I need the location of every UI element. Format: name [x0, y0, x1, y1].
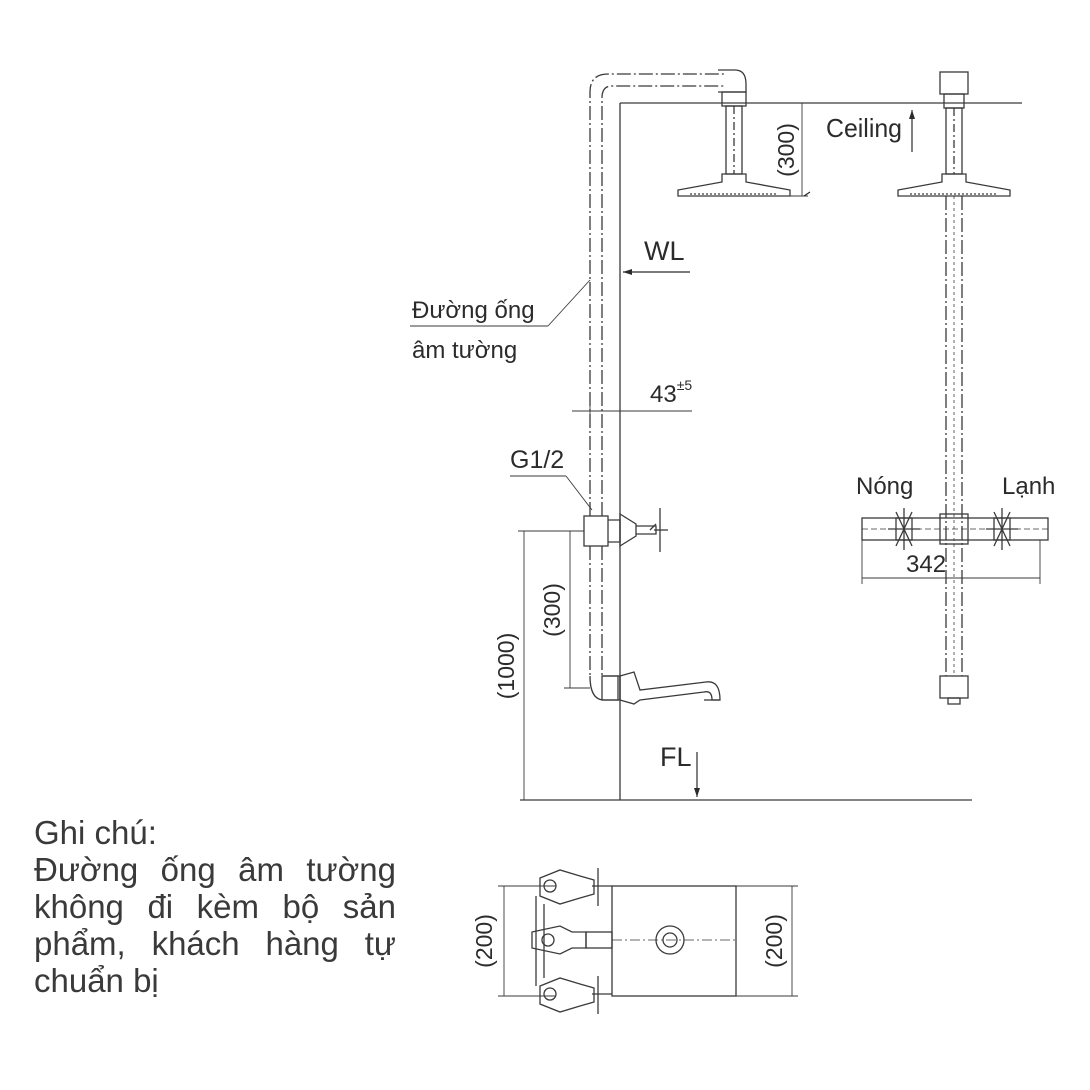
plan-valve-top [539, 869, 595, 905]
note-body: Đường ống âm tường không đi kèm bộ sản p… [34, 851, 396, 999]
plan-spout-outlet [655, 925, 685, 955]
pipe-label-line1: Đường ống [412, 297, 535, 324]
hot-label: Nóng [856, 473, 913, 500]
pipe-label-line2: âm tường [412, 337, 517, 364]
front-shower-head [897, 173, 1011, 197]
pipe-leader [547, 279, 591, 327]
plan-view [498, 868, 798, 1014]
dim-300-top-label: (300) [773, 123, 799, 177]
cold-label: Lạnh [1002, 473, 1055, 500]
ceiling-flange [721, 91, 747, 107]
front-view [861, 71, 1049, 705]
valve-bonnet-side [619, 512, 637, 548]
front-ceiling-flange [939, 71, 969, 95]
labels: Ceiling WL Đường ống âm tường 43±5 G1/2 … [412, 113, 1055, 968]
dim-43-tolerance: ±5 [677, 377, 693, 393]
g12-label: G1/2 [510, 446, 564, 474]
wl-label: WL [644, 236, 685, 266]
dim-342-label: 342 [906, 551, 946, 578]
hot-valve [888, 508, 920, 550]
ceiling-label: Ceiling [826, 113, 902, 143]
mixer-body-side [583, 515, 609, 547]
spout-body [619, 671, 721, 705]
dim-43-label: 43±5 [650, 377, 692, 408]
front-spout [939, 675, 969, 699]
bottom-elbow [589, 675, 619, 701]
dim-200-right-label: (200) [761, 914, 787, 968]
plan-valve-bottom [539, 977, 595, 1013]
cold-valve [986, 508, 1018, 550]
side-view [410, 69, 1022, 801]
dim-300-mid-label: (300) [539, 583, 565, 637]
plan-plate [611, 885, 737, 997]
concealed-pipe [589, 73, 725, 676]
dim-200-left-label: (200) [471, 914, 497, 968]
fl-label: FL [660, 742, 692, 772]
top-elbow [718, 69, 747, 93]
dim-1000-label: (1000) [493, 633, 519, 699]
note-block: Ghi chú: Đường ống âm tường không đi kèm… [34, 814, 396, 999]
note-title: Ghi chú: [34, 814, 157, 851]
